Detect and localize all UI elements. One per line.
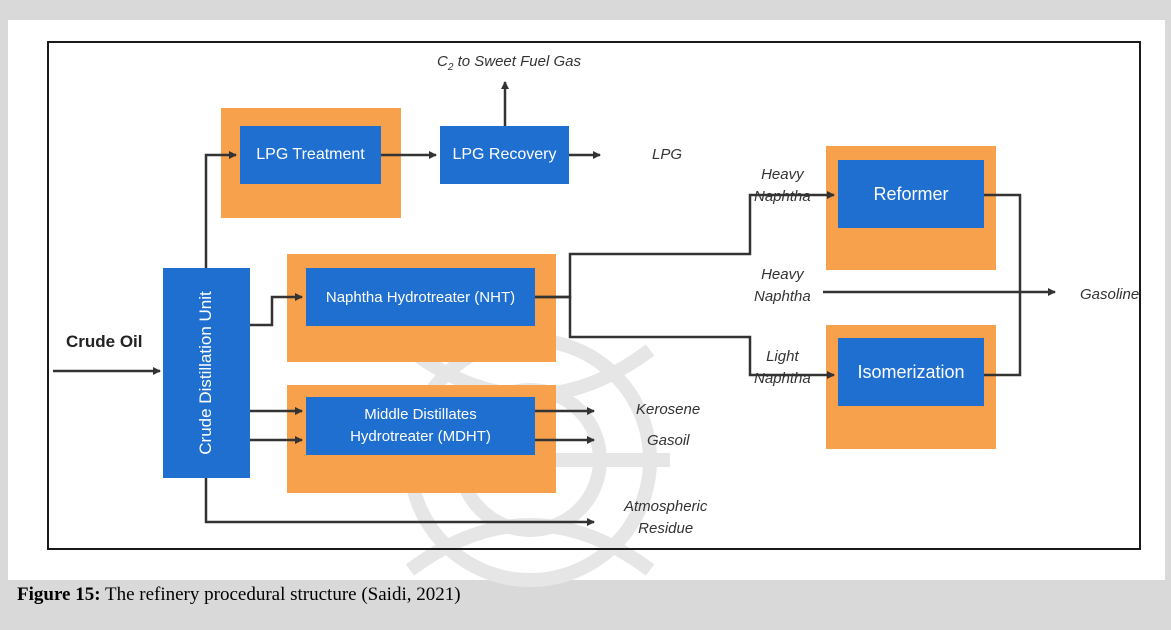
cdu-to-nht-arrow	[250, 293, 303, 327]
mdht-label: Middle Distillates Hydrotreater (MDHT)	[350, 406, 491, 445]
cdu-to-lpg-treatment-arrow	[204, 151, 237, 268]
cdu-to-residue-arrow	[204, 478, 595, 526]
lpg-product-label: LPG	[652, 146, 683, 163]
nht-to-isomerization-arrow	[535, 295, 835, 379]
gasoline-label: Gasoline	[1080, 286, 1140, 303]
kerosene-label: Kerosene	[636, 401, 701, 418]
lpg-recovery-box: LPG Recovery	[440, 126, 569, 184]
lpg-treatment-box: LPG Treatment	[240, 126, 381, 184]
mdht-box: Middle Distillates Hydrotreater (MDHT)	[306, 397, 535, 455]
isomerization-label: Isomerization	[857, 361, 965, 382]
crude-oil-label: Crude Oil	[66, 332, 143, 351]
lpg-recovery-label: LPG Recovery	[452, 146, 557, 163]
crude-distillation-unit-box: Crude Distillation Unit	[163, 268, 250, 478]
figure-number: Figure 15:	[17, 584, 101, 605]
isomerization-box: Isomerization	[838, 338, 984, 406]
reformer-to-gasoline-line	[984, 193, 1022, 292]
sweet-fuel-gas-label: C2 to Sweet Fuel Gas	[437, 53, 581, 73]
naphtha-hydrotreater-box: Naphtha Hydrotreater (NHT)	[306, 268, 535, 326]
reformer-box: Reformer	[838, 160, 984, 228]
diagram-frame	[47, 41, 1141, 550]
isomerization-to-gasoline-line	[984, 292, 1022, 377]
lpg-treatment-label: LPG Treatment	[256, 146, 365, 163]
figure-caption-text: The refinery procedural structure (Saidi…	[100, 584, 461, 605]
naphtha-hydrotreater-label: Naphtha Hydrotreater (NHT)	[325, 288, 516, 306]
gasoil-label: Gasoil	[647, 432, 690, 449]
reformer-label: Reformer	[873, 183, 949, 204]
figure-caption: Figure 15: The refinery procedural struc…	[17, 584, 461, 606]
